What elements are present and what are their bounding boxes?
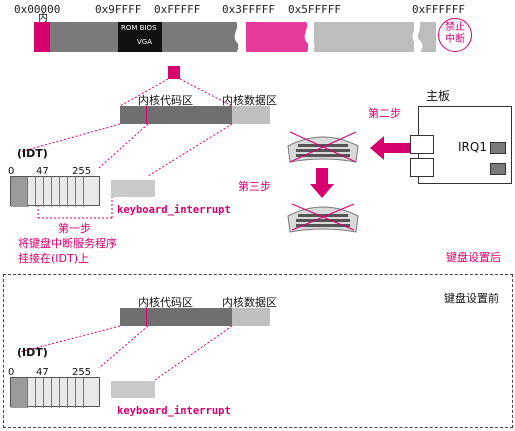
after-caption: 键盘设置后 [446,251,501,264]
addr-0x5fffff: 0x5FFFFF [288,3,341,16]
step3-label: 第三步 [238,180,271,193]
before-kernel-data-label: 内核数据区 [222,296,277,309]
motherboard-connector-upper [410,135,434,154]
addr-0xffffff: 0xFFFFFF [412,3,465,16]
mem-main-memory-segment-2 [314,22,414,52]
irq1-chip [490,142,506,154]
motherboard-connector-lower [410,158,434,177]
mem-tail-segment [418,22,436,52]
step2-arrow [370,136,410,160]
before-handler-box [111,381,155,398]
motherboard-label: 主板 [426,89,451,103]
before-idt-index-255: 255 [72,367,92,378]
before-panel [3,274,513,428]
memory-break-mark-3 [412,18,423,58]
keyboard-icon-upper [287,131,359,163]
before-kernel-data-bar [232,308,270,326]
before-idt-label: (IDT) [17,346,48,359]
after-idt-index-0: 0 [8,166,15,177]
after-kernel-code-bar [120,106,232,124]
before-idt-index-47: 47 [36,367,49,378]
vga-label: VGA [137,38,153,46]
addr-0x00000: 0x00000 [14,3,61,16]
addr-0xfffff: 0xFFFFF [154,3,201,16]
mem-main-memory-segment-1 [162,22,238,52]
before-handler-label: keyboard_interrupt [117,405,231,417]
step1-title: 第一步 [58,222,91,235]
after-handler-label: keyboard_interrupt [117,204,231,216]
after-idt-index-47: 47 [36,166,49,177]
memory-break-mark-1 [234,18,245,58]
forbid-interrupt-circle [438,18,472,52]
before-kernel-code-bar [120,308,232,326]
after-handler-box [111,180,155,197]
step1-desc-line1: 将键盘中断服务程序 [18,237,117,250]
mem-low-memory-segment [50,22,118,52]
step1-desc-line2: 挂接在(IDT)上 [18,252,90,265]
before-caption: 键盘设置前 [444,292,499,305]
step2-label: 第二步 [368,107,401,120]
before-kernel-code-label: 内核代码区 [138,296,193,309]
addr-0x9ffff: 0x9FFFF [95,3,142,16]
addr-0x3fffff: 0x3FFFFF [222,3,275,16]
mem-rom-bios-segment [118,22,162,52]
before-idt-marker [146,308,147,326]
irq1-label: IRQ1 [458,140,487,154]
memory-break-mark-2 [304,18,315,58]
rom-bios-label: ROM BIOS [121,24,157,32]
after-idt-marker [146,106,147,124]
after-kernel-code-label: 内核代码区 [138,94,193,107]
after-kernel-data-label: 内核数据区 [222,94,277,107]
after-idt-table [10,176,100,207]
mem-kernel-segment [34,22,50,52]
after-idt-label: (IDT) [17,147,48,160]
forbid-interrupt-label: 禁止中断 [445,22,465,45]
kernel-zoom-marker [168,66,180,79]
before-idt-index-0: 0 [8,367,15,378]
mem-ramdisk-segment [246,22,308,52]
motherboard-chip [490,163,506,175]
keyboard-icon-lower [287,203,359,233]
before-idt-table [10,377,100,408]
step3-arrow [310,168,334,198]
after-kernel-data-bar [232,106,270,124]
after-idt-index-255: 255 [72,166,92,177]
